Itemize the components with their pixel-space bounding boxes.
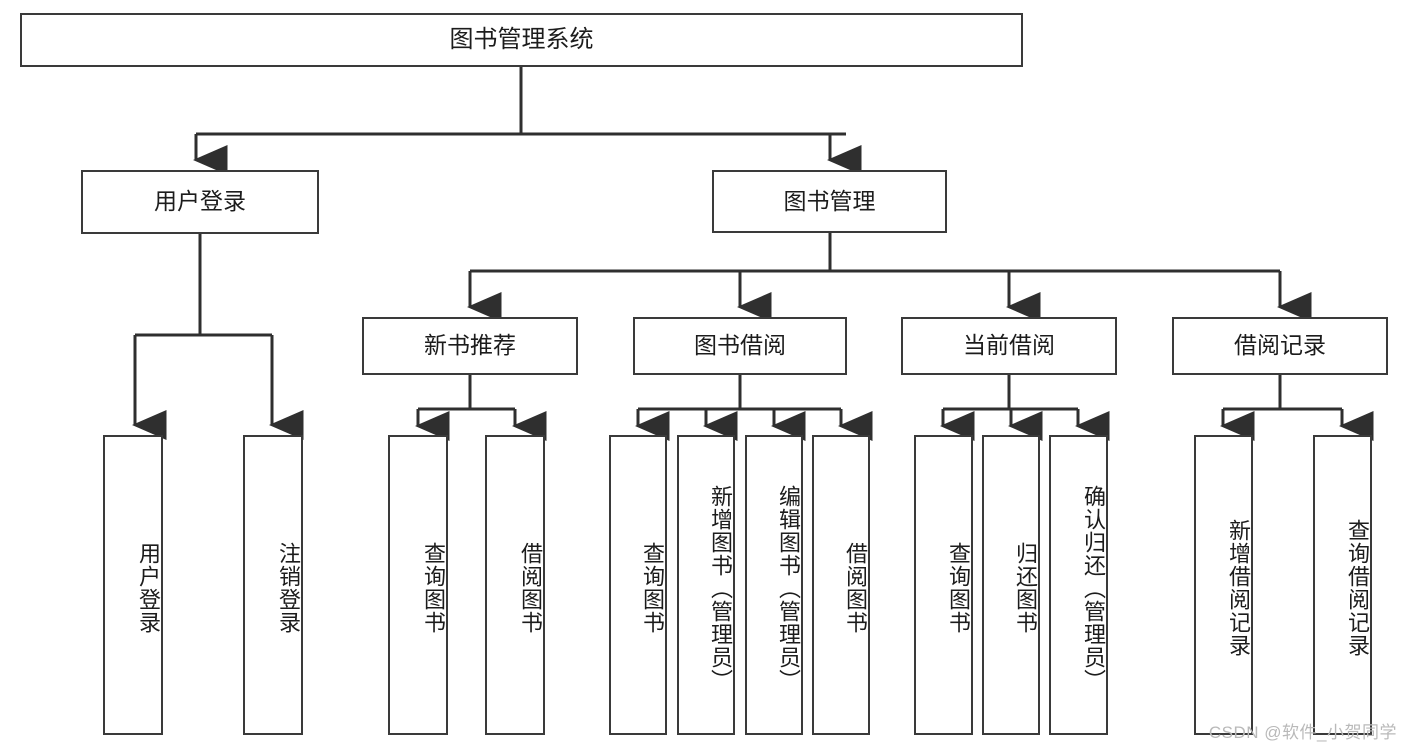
leaf-label: 查询图书 (946, 542, 971, 634)
leaf-label: 查询图书 (421, 542, 446, 634)
leaf-cb-query-book[interactable]: 查询图书 (914, 435, 973, 735)
leaf-label: 新增图书（管理员） (708, 484, 733, 692)
node-new-book-recommend[interactable]: 新书推荐 (362, 317, 578, 375)
leaf-nb-borrow-book[interactable]: 借阅图书 (485, 435, 545, 735)
leaf-user-login[interactable]: 用户登录 (103, 435, 163, 735)
node-root-system[interactable]: 图书管理系统 (20, 13, 1023, 67)
leaf-cb-return-book[interactable]: 归还图书 (982, 435, 1040, 735)
leaf-label: 编辑图书（管理员） (776, 484, 801, 692)
leaf-label: 注销登录 (276, 542, 301, 634)
watermark-text: CSDN @软件_小贺同学 (1208, 723, 1397, 742)
leaf-label: 借阅图书 (843, 542, 868, 634)
leaf-label: 确认归还（管理员） (1081, 484, 1106, 692)
leaf-bb-edit-book-admin[interactable]: 编辑图书（管理员） (745, 435, 803, 735)
leaf-logout[interactable]: 注销登录 (243, 435, 303, 735)
node-current-borrow[interactable]: 当前借阅 (901, 317, 1117, 375)
leaf-br-add-record[interactable]: 新增借阅记录 (1194, 435, 1253, 735)
leaf-label: 用户登录 (136, 542, 161, 634)
leaf-label: 归还图书 (1013, 542, 1038, 634)
node-book-management[interactable]: 图书管理 (712, 170, 947, 233)
node-borrow-record[interactable]: 借阅记录 (1172, 317, 1388, 375)
leaf-cb-confirm-return-admin[interactable]: 确认归还（管理员） (1049, 435, 1108, 735)
leaf-bb-query-book[interactable]: 查询图书 (609, 435, 667, 735)
leaf-nb-query-book[interactable]: 查询图书 (388, 435, 448, 735)
leaf-label: 借阅图书 (518, 542, 543, 634)
leaf-label: 查询图书 (640, 542, 665, 634)
leaf-br-query-record[interactable]: 查询借阅记录 (1313, 435, 1372, 735)
leaf-bb-add-book-admin[interactable]: 新增图书（管理员） (677, 435, 735, 735)
leaf-label: 查询借阅记录 (1345, 519, 1370, 657)
node-book-borrow[interactable]: 图书借阅 (633, 317, 847, 375)
node-user-login[interactable]: 用户登录 (81, 170, 319, 234)
leaf-label: 新增借阅记录 (1226, 519, 1251, 657)
leaf-bb-borrow-book[interactable]: 借阅图书 (812, 435, 870, 735)
